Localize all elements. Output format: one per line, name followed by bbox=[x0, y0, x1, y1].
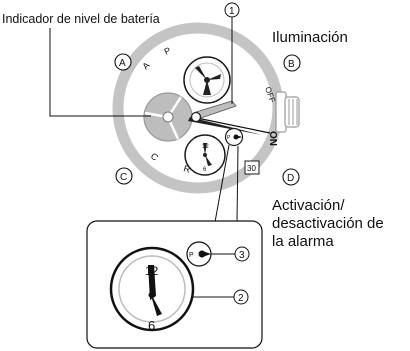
battery-indicator-label: Indicador de nivel de batería bbox=[2, 12, 160, 26]
battery-subdial bbox=[143, 92, 193, 142]
inset-minute-hand bbox=[150, 292, 162, 316]
top-subdial bbox=[183, 56, 231, 104]
callout-3: 3 bbox=[211, 246, 250, 262]
date-window: 30 bbox=[244, 160, 260, 175]
button-b: B bbox=[283, 54, 301, 72]
inset-p-letter: P bbox=[189, 252, 194, 259]
button-a-label: A bbox=[119, 58, 126, 69]
p-indicator-letter: P bbox=[227, 135, 231, 141]
callout-2-number: 2 bbox=[238, 293, 244, 304]
subdial-six: 6 bbox=[203, 167, 207, 173]
inset-dial: 12 6 bbox=[109, 246, 195, 333]
alarm-subdial: 12 6 bbox=[184, 134, 226, 176]
bezel-label-r: R bbox=[182, 163, 191, 174]
alarm-label-line3: la alarma bbox=[272, 233, 334, 250]
alarm-label-line2: desactivación de bbox=[272, 215, 384, 232]
button-c: C bbox=[115, 167, 133, 185]
button-b-label: B bbox=[288, 59, 295, 70]
on-marker: ON bbox=[267, 131, 278, 146]
inset-six: 6 bbox=[148, 318, 155, 333]
date-value: 30 bbox=[247, 164, 256, 173]
button-d-label: D bbox=[287, 173, 294, 184]
callout-1: 1 bbox=[224, 2, 240, 104]
inset-box: 12 6 P 3 2 bbox=[86, 220, 263, 349]
illumination-label: Iluminación bbox=[272, 29, 348, 46]
zoom-line-left bbox=[214, 144, 230, 223]
alarm-label-line1: Activación/ bbox=[272, 197, 345, 214]
main-hands bbox=[188, 100, 271, 135]
bezel-label-c: C bbox=[149, 151, 161, 163]
button-d: D bbox=[282, 168, 300, 186]
battery-leader-line bbox=[49, 28, 151, 117]
bezel-label-a: A bbox=[140, 60, 151, 71]
callout-3-number: 3 bbox=[239, 250, 245, 261]
inset-hour-hand bbox=[148, 265, 156, 300]
inset-p-indicator: P bbox=[186, 241, 212, 267]
button-a: A bbox=[114, 53, 132, 71]
button-c-label: C bbox=[120, 172, 127, 183]
watch-case bbox=[112, 22, 300, 194]
callout-1-number: 1 bbox=[229, 6, 235, 17]
zoom-line-right bbox=[236, 145, 239, 223]
bezel-label-p: P bbox=[163, 45, 173, 57]
callout-2: 2 bbox=[193, 289, 249, 305]
p-indicator: P bbox=[224, 127, 244, 147]
crown bbox=[275, 91, 300, 133]
